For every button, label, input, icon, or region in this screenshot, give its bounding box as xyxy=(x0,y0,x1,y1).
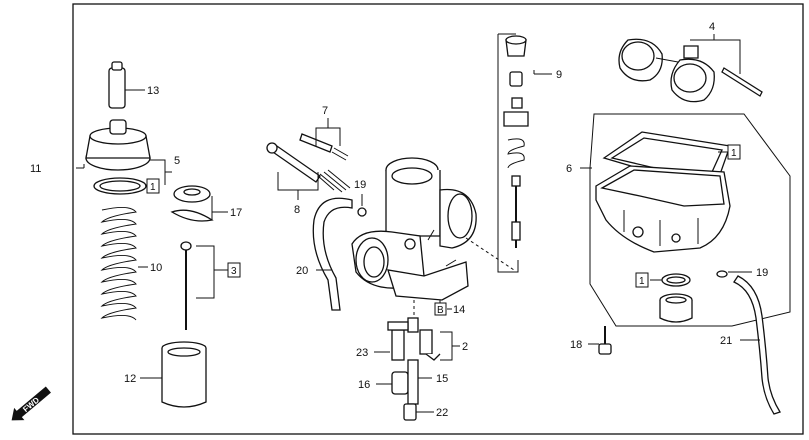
label-16: 16 xyxy=(358,379,370,391)
bowl-gasket-1 xyxy=(602,131,731,181)
label-20: 20 xyxy=(296,265,308,277)
pilot-jet-22 xyxy=(403,403,417,421)
label-14-prefix: B xyxy=(437,305,444,316)
jet-holder-23 xyxy=(387,321,409,361)
main-jet-14 xyxy=(407,317,419,333)
spring-10 xyxy=(100,206,137,321)
label-1-gasket: 1 xyxy=(731,148,737,159)
throttle-valve-12 xyxy=(161,341,207,408)
label-22: 22 xyxy=(436,407,448,419)
box-1-left xyxy=(146,178,160,194)
label-1-left: 1 xyxy=(150,182,156,193)
pilot-screw-8 xyxy=(266,142,335,191)
label-21: 21 xyxy=(720,335,732,347)
vent-tube-20 xyxy=(312,197,353,311)
o-ring-19-right xyxy=(716,270,728,278)
label-3: 3 xyxy=(231,266,237,277)
box-3-14 xyxy=(434,302,447,316)
label-2: 2 xyxy=(462,341,468,353)
label-17: 17 xyxy=(230,207,242,219)
label-8: 8 xyxy=(294,204,300,216)
float-bowl-6 xyxy=(595,165,731,253)
drain-tube-21 xyxy=(733,275,781,415)
label-5: 5 xyxy=(174,155,180,167)
label-23: 23 xyxy=(356,347,368,359)
cap-16 xyxy=(391,371,409,395)
label-11: 11 xyxy=(30,163,41,175)
drain-plug xyxy=(659,293,693,323)
float-valve-2 xyxy=(419,329,460,361)
o-ring-19-center xyxy=(357,207,367,217)
label-4: 4 xyxy=(709,21,715,33)
needle-jet-15 xyxy=(407,359,419,405)
cable-adjuster-13 xyxy=(108,61,126,109)
label-14: 14 xyxy=(453,304,465,316)
label-10: 10 xyxy=(150,262,162,274)
box-1-oring xyxy=(635,272,649,288)
label-19-right: 19 xyxy=(756,267,768,279)
jet-needle-assy-9 xyxy=(503,35,529,248)
label-18: 18 xyxy=(570,339,582,351)
label-15: 15 xyxy=(436,373,448,385)
carburetor-body xyxy=(351,157,477,301)
label-7: 7 xyxy=(322,105,328,117)
label-6: 6 xyxy=(566,163,572,175)
label-12: 12 xyxy=(124,373,136,385)
box-3 xyxy=(227,262,241,278)
float-4 xyxy=(618,38,763,103)
label-1-oring: 1 xyxy=(639,276,645,287)
idle-screw-7 xyxy=(299,133,349,161)
diagram-frame xyxy=(72,3,804,435)
spring-8 xyxy=(319,169,351,193)
fwd-arrow-icon: FWD xyxy=(11,386,51,421)
screw-18 xyxy=(598,326,612,355)
needle-clip-17 xyxy=(170,185,214,222)
label-9: 9 xyxy=(556,69,562,81)
o-ring-1-bowl xyxy=(661,273,691,287)
top-cap-5 xyxy=(85,119,151,171)
box-1-gasket xyxy=(727,144,741,160)
o-ring-1-left xyxy=(93,177,147,195)
label-19-center: 19 xyxy=(354,179,366,191)
label-13: 13 xyxy=(147,85,159,97)
needle-3 xyxy=(180,241,192,330)
